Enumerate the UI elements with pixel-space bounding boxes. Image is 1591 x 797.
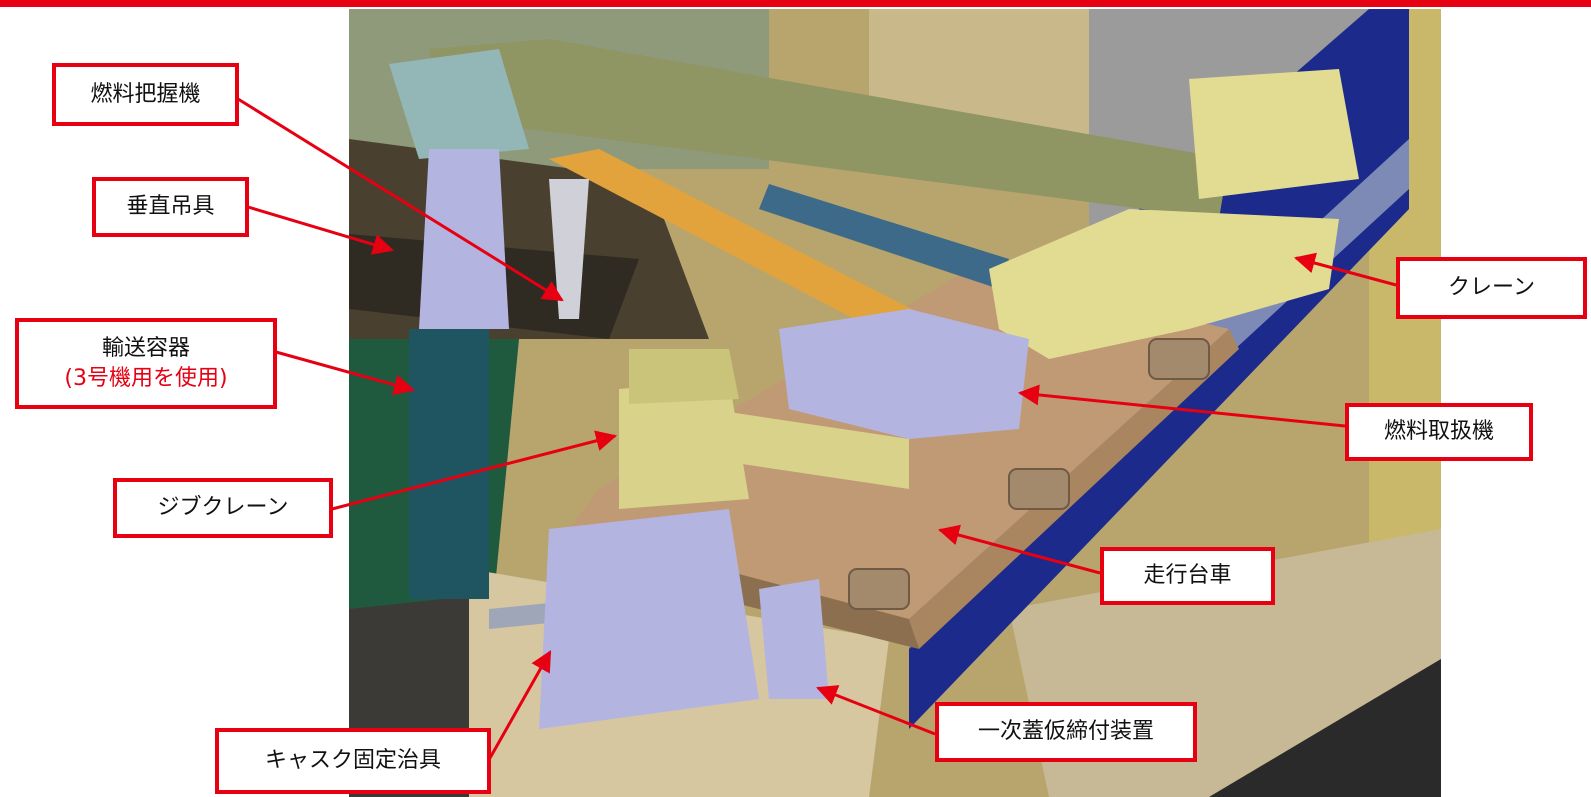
arrow-jib-crane: [331, 430, 618, 511]
label-transport-container-note: (3号機用を使用): [64, 365, 228, 391]
label-jib-crane-text: ジブクレーン: [157, 495, 289, 520]
arrow-vertical-lifter: [247, 205, 395, 255]
arrow-fuel-handling-machine: [1017, 384, 1346, 428]
label-fuel-handling-machine: 燃料取扱機: [1345, 403, 1533, 461]
label-primary-lid-fastener: 一次蓋仮締付装置: [935, 702, 1197, 762]
arrow-fuel-gripper: [237, 97, 564, 302]
arrow-primary-lid-fastener: [816, 685, 936, 736]
equipment-3d-render: [349, 9, 1441, 797]
label-transport-container: 輸送容器 (3号機用を使用): [15, 318, 277, 409]
header-accent-bar: [0, 0, 1591, 7]
arrow-transport-container: [275, 350, 416, 396]
label-jib-crane: ジブクレーン: [113, 478, 333, 538]
label-traveling-trolley-text: 走行台車: [1143, 563, 1232, 588]
label-cask-fixing-jig-text: キャスク固定治具: [264, 748, 441, 773]
label-crane-text: クレーン: [1448, 275, 1535, 300]
label-transport-container-text: 輸送容器: [101, 335, 190, 361]
label-fuel-handling-machine-text: 燃料取扱機: [1383, 419, 1494, 444]
label-cask-fixing-jig: キャスク固定治具: [215, 728, 491, 794]
label-vertical-lifter: 垂直吊具: [92, 177, 249, 237]
label-traveling-trolley: 走行台車: [1100, 547, 1275, 605]
arrow-cask-fixing-jig: [488, 650, 552, 759]
arrow-crane: [1293, 252, 1397, 287]
label-primary-lid-fastener-text: 一次蓋仮締付装置: [977, 719, 1154, 744]
label-crane: クレーン: [1396, 257, 1587, 319]
label-fuel-gripper-text: 燃料把握機: [90, 81, 201, 107]
label-fuel-gripper: 燃料把握機: [52, 63, 239, 126]
arrow-traveling-trolley: [937, 524, 1101, 575]
label-vertical-lifter-text: 垂直吊具: [126, 194, 215, 219]
